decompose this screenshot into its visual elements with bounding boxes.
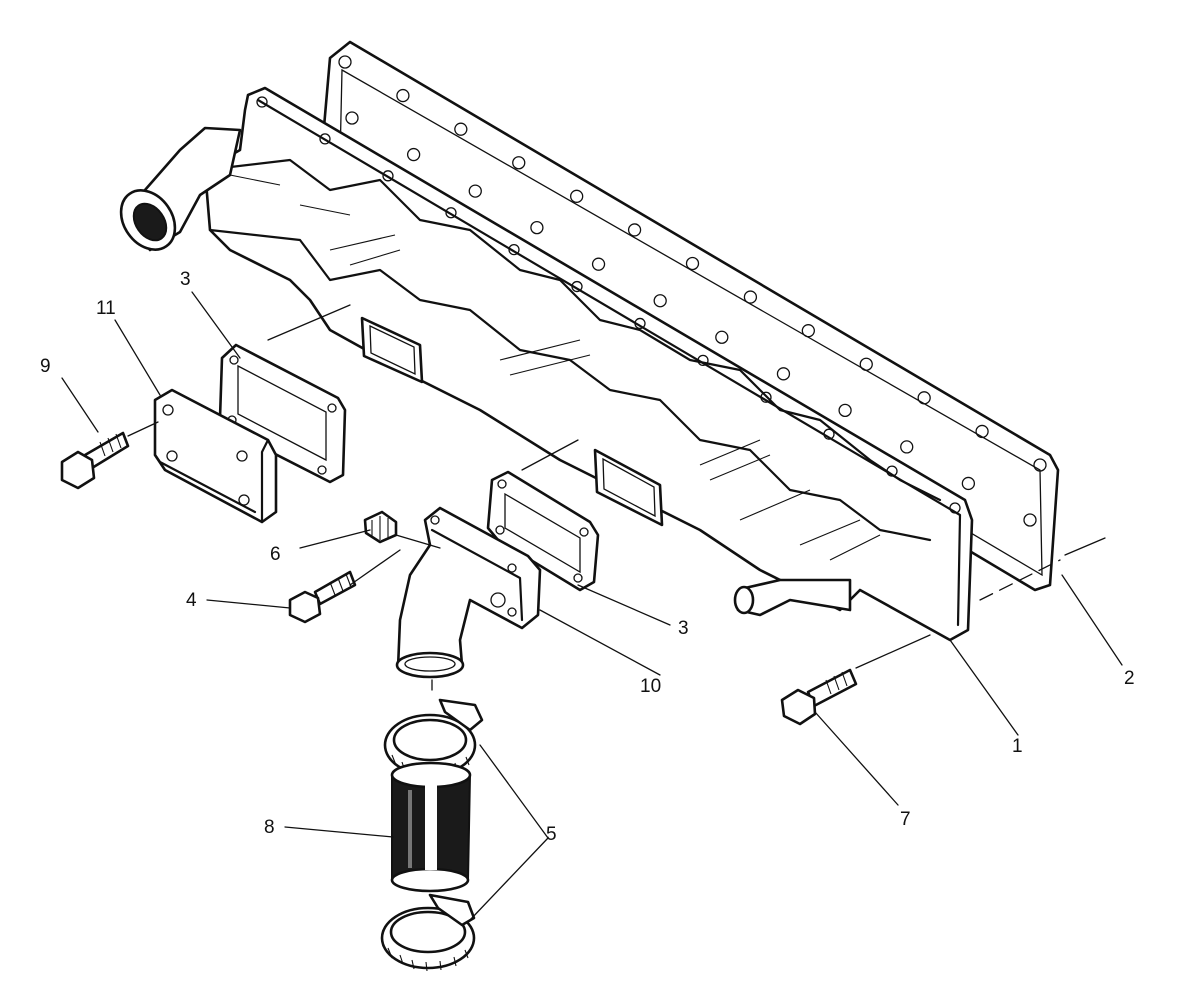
bolt-hole <box>823 428 835 440</box>
bolt-hole <box>697 354 709 367</box>
callout-labels: 1 2 3 3 4 5 5 6 7 8 9 10 11 <box>40 269 1135 845</box>
bolt-hole <box>338 55 352 69</box>
bolt-hole <box>319 133 331 145</box>
bolt-hole <box>975 424 989 439</box>
bolt-hole <box>776 367 791 381</box>
bolt-hole <box>634 317 646 330</box>
manifold-1 <box>119 86 974 642</box>
bolt-hole <box>256 96 268 108</box>
bolt-4 <box>288 570 357 624</box>
bolt-hole <box>508 243 520 256</box>
hose-clamp-5-lower <box>380 893 476 972</box>
elbow-10 <box>395 506 542 679</box>
bolt-hole <box>886 465 898 477</box>
label-3-upper: 3 <box>180 269 191 290</box>
bolt-hole <box>859 357 873 371</box>
bolt-hole <box>760 391 772 403</box>
gasket-3-lower <box>486 470 600 592</box>
label-11: 11 <box>96 298 116 319</box>
bolt-hole <box>715 330 729 344</box>
bolt-hole <box>406 147 421 162</box>
bolt-hole <box>801 324 815 338</box>
label-8: 8 <box>264 817 275 838</box>
nut-6 <box>363 510 398 544</box>
bolt-hole <box>685 256 700 271</box>
label-3-lower: 3 <box>678 618 689 639</box>
bolt-hole <box>445 207 457 219</box>
label-4: 4 <box>186 590 197 611</box>
bolt-hole <box>949 502 961 514</box>
bolt-hole <box>838 403 852 418</box>
label-2: 2 <box>1124 668 1135 689</box>
bolt-hole <box>454 122 468 136</box>
bolt-hole <box>743 290 758 304</box>
bolt-hole <box>396 88 410 103</box>
label-5-upper: 5 <box>546 824 557 845</box>
cover-plate-11 <box>153 388 278 524</box>
bolt-7 <box>780 668 858 726</box>
bolt-hole <box>512 156 526 170</box>
bolt-hole <box>900 440 914 454</box>
bolt-hole <box>917 391 931 405</box>
bolt-hole <box>653 294 667 308</box>
hose-8 <box>390 761 472 893</box>
bolt-hole <box>468 184 482 198</box>
bolt-hole <box>627 223 642 237</box>
label-7: 7 <box>900 809 911 830</box>
bolt-hole <box>530 220 544 235</box>
gasket-bolt-holes <box>338 55 1047 527</box>
bolt-hole <box>1033 458 1047 472</box>
bolt-hole <box>382 170 394 182</box>
bolt-hole <box>571 280 583 293</box>
label-6: 6 <box>270 544 281 565</box>
bolt-hole <box>345 111 359 125</box>
label-1: 1 <box>1012 736 1023 757</box>
label-10: 10 <box>640 676 661 697</box>
bolt-hole <box>1023 513 1037 527</box>
bolt-hole <box>961 476 976 491</box>
leader-lines <box>61 291 1123 921</box>
bolt-hole <box>570 189 584 203</box>
label-9: 9 <box>40 356 51 377</box>
bolt-9 <box>60 431 130 490</box>
manifold-bolt-holes <box>256 96 961 514</box>
bolt-hole <box>591 257 606 271</box>
